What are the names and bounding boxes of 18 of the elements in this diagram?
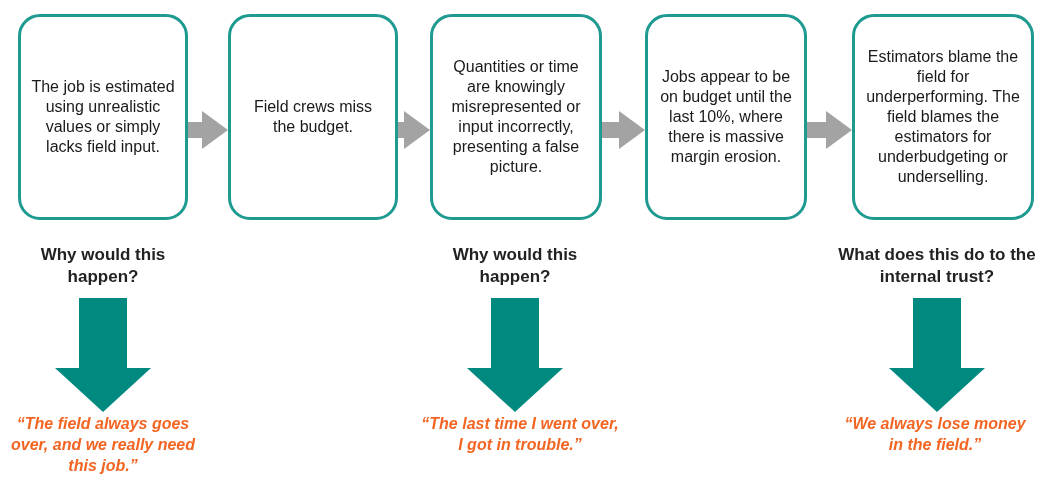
arrow [55,298,151,412]
process-box: Field crews miss the budget. [228,14,398,220]
quote-text: “The field always goes over, and we really need this job.” [0,412,206,476]
quote-text: “We always lose money in the field.” [842,412,1028,456]
arrow [467,298,563,412]
process-box: Estimators blame the field for underperforming. The field blames the estimators for underbudgeting or underselling. [852,14,1034,220]
quote-text: “The last time I went over, I got in trouble.” [420,412,620,456]
process-box: The job is estimated using unrealistic values or simply lacks field input. [18,14,188,220]
question-text: Why would this happen? [445,242,585,290]
arrow [807,111,852,149]
arrow [188,111,228,149]
question-text: Why would this happen? [33,242,173,290]
arrow [889,298,985,412]
question-text: What does this do to the internal trust? [835,242,1039,290]
process-box: Quantities or time are knowingly misrepresented or input incorrectly, presenting a false picture. [430,14,602,220]
arrow [398,111,430,149]
process-box: Jobs appear to be on budget until the last 10%, where there is massive margin erosion. [645,14,807,220]
arrow [602,111,645,149]
